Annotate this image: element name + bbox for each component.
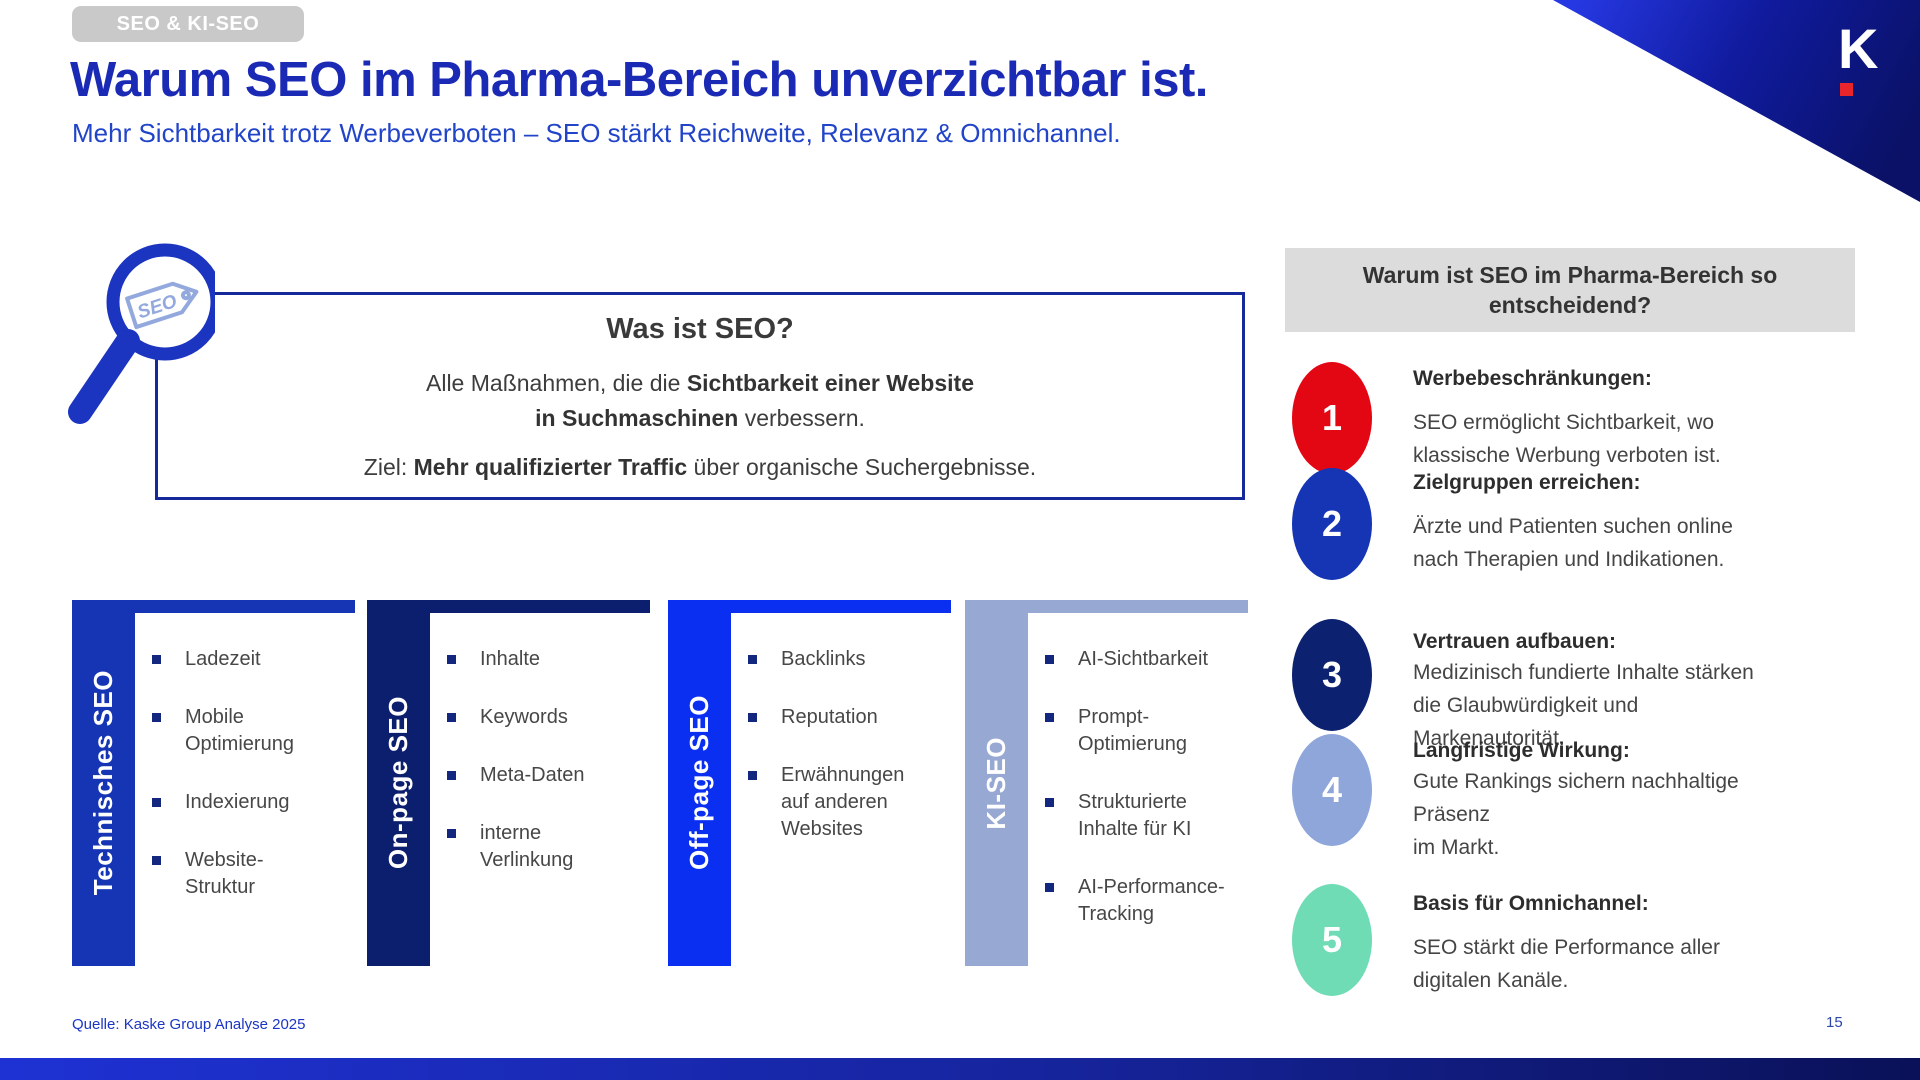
bullet-square-icon [152, 655, 161, 664]
logo-red-dot-icon [1840, 83, 1853, 96]
logo-letter: K [1838, 17, 1879, 80]
step-title: Basis für Omnichannel: [1413, 892, 1649, 915]
step-body: SEO ermöglicht Sichtbarkeit, wo klassisc… [1413, 411, 1721, 467]
column-bullet-list: AI-Sichtbarkeit Prompt- Optimierung Stru… [1045, 646, 1250, 959]
bullet-square-icon [1045, 655, 1054, 664]
bullet-square-icon [152, 856, 161, 865]
step-body: Gute Rankings sichern nachhaltige Präsen… [1413, 770, 1739, 859]
list-item: Inhalte [447, 646, 652, 673]
list-item: interne Verlinkung [447, 820, 652, 874]
page-number: 15 [1826, 1014, 1843, 1031]
list-item: Ladezeit [152, 646, 357, 673]
bullet-square-icon [748, 713, 757, 722]
step-circle-3: 3 [1292, 619, 1372, 731]
column-technisches-seo: Technisches SEO Ladezeit Mobile Optimier… [72, 600, 362, 966]
slide-title: Warum SEO im Pharma-Bereich unverzichtba… [70, 53, 1208, 107]
step-body: SEO stärkt die Performance aller digital… [1413, 936, 1720, 992]
step-text-1: Werbebeschränkungen: SEO ermöglicht Sich… [1413, 366, 1873, 472]
list-item: Prompt- Optimierung [1045, 704, 1250, 758]
step-body: Ärzte und Patienten suchen online nach T… [1413, 515, 1733, 571]
bullet-square-icon [447, 771, 456, 780]
column-label-bar: Technisches SEO [72, 600, 135, 966]
magnifier-handle [68, 329, 140, 424]
step-circle-5: 5 [1292, 884, 1372, 996]
bullet-square-icon [152, 798, 161, 807]
column-onpage-seo: On-page SEO Inhalte Keywords Meta-Daten … [367, 600, 657, 966]
list-item: Reputation [748, 704, 953, 731]
list-item: Keywords [447, 704, 652, 731]
step-circle-2: 2 [1292, 468, 1372, 580]
source-note: Quelle: Kaske Group Analyse 2025 [72, 1016, 306, 1033]
column-top-bar [367, 600, 650, 613]
step-text-4: Langfristige Wirkung: Gute Rankings sich… [1413, 738, 1873, 864]
list-item: Mobile Optimierung [152, 704, 357, 758]
seo-box-line-3: Ziel: Mehr qualifizierter Traffic über o… [363, 454, 1037, 480]
column-ki-seo: KI-SEO AI-Sichtbarkeit Prompt- Optimieru… [965, 600, 1255, 966]
bullet-square-icon [152, 713, 161, 722]
column-offpage-seo: Off-page SEO Backlinks Reputation Erwähn… [668, 600, 958, 966]
seo-box-title: Was ist SEO? [606, 313, 794, 345]
bullet-square-icon [1045, 798, 1054, 807]
seo-magnifier-icon: SEO [68, 243, 215, 424]
bullet-square-icon [1045, 713, 1054, 722]
column-label: Off-page SEO [684, 695, 714, 871]
bottom-accent-bar [0, 1058, 1920, 1080]
bullet-square-icon [447, 655, 456, 664]
column-top-bar [668, 600, 951, 613]
list-item: AI-Sichtbarkeit [1045, 646, 1250, 673]
list-item: Meta-Daten [447, 762, 652, 789]
column-label-bar: KI-SEO [965, 600, 1028, 966]
seo-box-body: Alle Maßnahmen, die die Sichtbarkeit ein… [158, 366, 1242, 485]
bullet-square-icon [748, 771, 757, 780]
list-item: Erwähnungen auf anderen Websites [748, 762, 953, 843]
step-title: Langfristige Wirkung: [1413, 739, 1630, 762]
column-bullet-list: Ladezeit Mobile Optimierung Indexierung … [152, 646, 357, 932]
step-title: Werbebeschränkungen: [1413, 367, 1652, 390]
column-label-bar: Off-page SEO [668, 600, 731, 966]
list-item: Website- Struktur [152, 847, 357, 901]
step-text-2: Zielgruppen erreichen: Ärzte und Patient… [1413, 470, 1873, 576]
seo-tag-icon [125, 281, 199, 330]
seo-box-line-2: in Suchmaschinen verbessern. [535, 405, 865, 431]
list-item: Indexierung [152, 789, 357, 816]
bullet-square-icon [447, 713, 456, 722]
kaske-logo: K [1838, 17, 1879, 96]
slide-subtitle: Mehr Sichtbarkeit trotz Werbeverboten – … [72, 118, 1121, 148]
column-label-bar: On-page SEO [367, 600, 430, 966]
step-circle-1: 1 [1292, 362, 1372, 474]
seo-box-line-1: Alle Maßnahmen, die die Sichtbarkeit ein… [426, 370, 974, 396]
step-body: Medizinisch fundierte Inhalte stärken di… [1413, 661, 1754, 750]
step-text-5: Basis für Omnichannel: SEO stärkt die Pe… [1413, 891, 1873, 997]
step-text-3: Vertrauen aufbauen: Medizinisch fundiert… [1413, 629, 1873, 755]
column-top-bar [72, 600, 355, 613]
column-top-bar [965, 600, 1248, 613]
column-bullet-list: Backlinks Reputation Erwähnungen auf and… [748, 646, 953, 874]
column-label: On-page SEO [383, 696, 413, 870]
column-bullet-list: Inhalte Keywords Meta-Daten interne Verl… [447, 646, 652, 905]
list-item: Strukturierte Inhalte für KI [1045, 789, 1250, 843]
step-title: Vertrauen aufbauen: [1413, 630, 1617, 653]
category-badge: SEO & KI-SEO [72, 6, 304, 42]
column-label: KI-SEO [981, 736, 1011, 830]
bullet-square-icon [1045, 883, 1054, 892]
what-is-seo-box: Was ist SEO? Alle Maßnahmen, die die Sic… [155, 292, 1245, 500]
column-label: Technisches SEO [88, 670, 118, 896]
bullet-square-icon [748, 655, 757, 664]
step-title: Zielgruppen erreichen: [1413, 471, 1641, 494]
list-item: AI-Performance- Tracking [1045, 874, 1250, 928]
list-item: Backlinks [748, 646, 953, 673]
sidebar-heading: Warum ist SEO im Pharma-Bereich so entsc… [1285, 248, 1855, 332]
step-circle-4: 4 [1292, 734, 1372, 846]
bullet-square-icon [447, 829, 456, 838]
